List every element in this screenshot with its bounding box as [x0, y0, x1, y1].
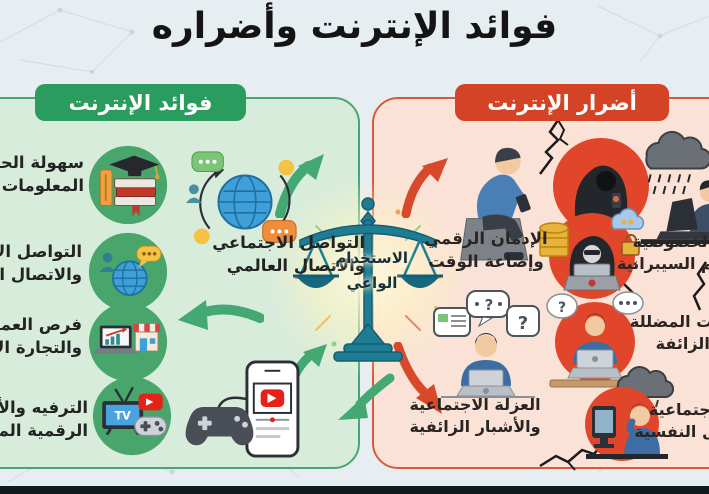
benefit-item-communication-text: التواصل الاجتماعي والاتصال العالمي	[0, 242, 82, 285]
harms-header-badge: أضرار الإنترنت	[455, 84, 669, 121]
page-title: فوائد الإنترنت وأضراره	[151, 6, 558, 47]
center-conscious-use-label: الاستخدام الواعي	[335, 249, 408, 292]
harm-item-privacy-text: انتهاك الخصوصية والجرائم السيبرانية	[616, 232, 709, 274]
question-bubbles-person-icon: ? ?	[433, 290, 540, 398]
ecommerce-laptop-store-icon	[88, 302, 168, 382]
harm-item-psych-problems-text: العزلة الاجتماعية والمشاكل النفسية	[634, 400, 709, 442]
hacker-data-theft-icon	[539, 208, 645, 299]
green-arrow-downleft-icon	[338, 373, 395, 420]
harms-header-label: أضرار الإنترنت	[487, 90, 637, 115]
storm-laptop-person-icon	[640, 130, 709, 245]
svg-text:?: ?	[518, 313, 528, 334]
green-arrow-left-icon	[178, 300, 264, 330]
tv-youtube-gamepad-icon: TV	[92, 376, 172, 456]
crack-top-icon	[539, 119, 569, 175]
benefit-item-work-text: فرص العمل والتجارة الإلكترونية	[0, 315, 82, 358]
red-arrow-downright-icon	[393, 342, 442, 414]
harm-item-misinformation-text: المعلومات المضللة والأخبار الزائفة	[629, 312, 709, 354]
red-arrow-upright-icon	[401, 158, 448, 218]
benefit-item-learning-text: سهولة الحصول على المعلومات والتعلم	[0, 153, 84, 196]
green-arrow-up-icon	[275, 154, 324, 218]
benefits-header-label: فوائد الإنترنت	[68, 90, 213, 115]
benefit-hub-communication-text: التواصل الاجتماعي والاتصال العالمي	[212, 233, 365, 276]
books-graduation-icon	[88, 145, 168, 225]
confused-laptop-circle-icon: ?	[546, 291, 644, 388]
globe-person-chat-icon	[88, 232, 168, 312]
svg-text:?: ?	[485, 296, 494, 314]
balance-scale-icon	[293, 197, 443, 362]
globe-network-icon	[186, 151, 297, 245]
phone-addiction-person-icon	[460, 147, 531, 261]
svg-text:TV: TV	[115, 410, 132, 423]
svg-text:?: ?	[558, 300, 566, 316]
harm-item-isolation-fake-text: العزلة الاجتماعية والأشبار الزائفية	[409, 395, 541, 437]
crack-right-icon	[692, 261, 708, 311]
harm-item-addiction-text: الإدمان الرقمي وإضاعة الوقت	[424, 229, 548, 272]
benefits-header-badge: فوائد الإنترنت	[35, 84, 246, 121]
footer-bar	[0, 486, 709, 494]
crack-bottom-icon	[539, 437, 609, 471]
benefit-item-entertainment-text: الترفيه والألعاب الرقمية المتنوعة	[0, 398, 88, 441]
sad-rain-computer-icon	[585, 366, 675, 461]
phone-video-gamepad-icon	[185, 360, 300, 458]
